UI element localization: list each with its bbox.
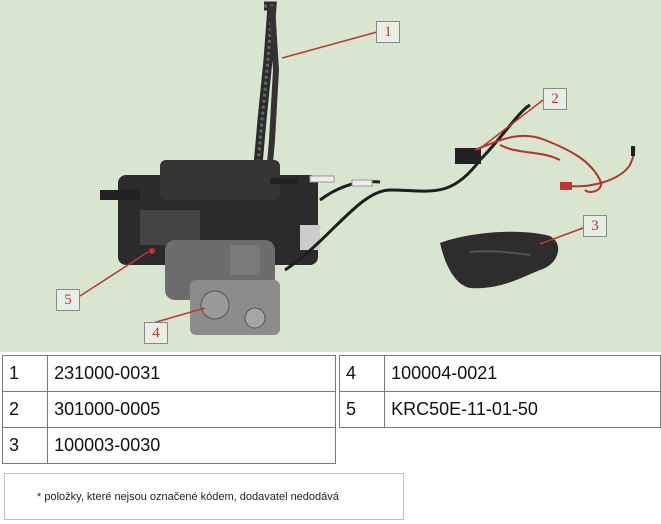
part-number: 1	[1, 355, 49, 392]
table-row: 3 100003-0030	[1, 427, 336, 464]
part-code: KRC50E-11-01-50	[384, 391, 661, 428]
marker-dot	[149, 248, 155, 254]
part-code: 100003-0030	[47, 427, 336, 464]
wiring-part	[284, 103, 636, 272]
callout-4: 4	[144, 322, 168, 344]
table-row: 5 KRC50E-11-01-50	[338, 391, 661, 428]
callout-5: 5	[56, 289, 80, 311]
part-code: 231000-0031	[47, 355, 336, 392]
part-code: 301000-0005	[47, 391, 336, 428]
engine-block-part	[100, 160, 320, 335]
callout-3: 3	[583, 215, 607, 237]
part-number: 5	[338, 391, 386, 428]
callout-2: 2	[543, 88, 567, 110]
engine-assembly-drawing	[79, 1, 636, 335]
parts-table-right: 4 100004-0021 5 KRC50E-11-01-50	[338, 355, 661, 428]
table-row: 2 301000-0005	[1, 391, 336, 428]
table-row: 1 231000-0031	[1, 355, 336, 392]
part-number: 2	[1, 391, 49, 428]
supplier-note: * položky, které nejsou označené kódem, …	[4, 473, 404, 520]
callout-1: 1	[376, 21, 400, 43]
sprocket-cover-part	[440, 231, 559, 289]
table-row: 4 100004-0021	[338, 355, 661, 392]
part-number: 4	[338, 355, 386, 392]
parts-table-left: 1 231000-0031 2 301000-0005 3 100003-003…	[1, 355, 336, 464]
parts-illustration: 1 2 3 4 5	[0, 0, 661, 352]
part-number: 3	[1, 427, 49, 464]
part-code: 100004-0021	[384, 355, 661, 392]
